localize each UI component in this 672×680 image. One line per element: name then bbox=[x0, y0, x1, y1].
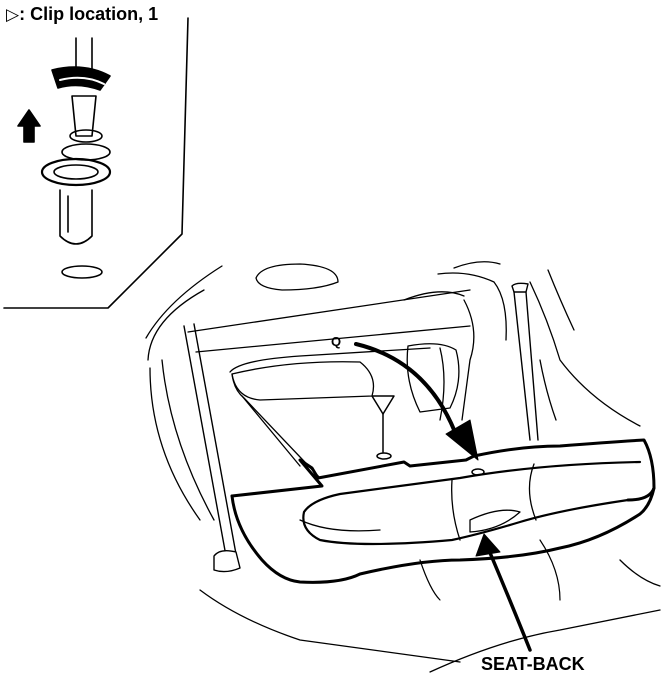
car-interior bbox=[145, 261, 661, 673]
legend-text: : Clip location, 1 bbox=[19, 4, 159, 24]
clip-callout-arrow bbox=[354, 342, 485, 476]
clip-marker-label: Q bbox=[331, 334, 342, 349]
seat-belt-left bbox=[183, 323, 241, 573]
headrests bbox=[231, 343, 460, 413]
seat-belt-right bbox=[511, 282, 539, 441]
seat-back-callout-arrow bbox=[475, 533, 532, 652]
seat-back-label: SEAT-BACK bbox=[481, 654, 585, 674]
clip-detail-inset bbox=[3, 17, 189, 309]
clip-removal-icon bbox=[17, 37, 112, 279]
inset-border bbox=[3, 17, 189, 309]
triangle-marker-icon bbox=[371, 395, 395, 460]
seat-back bbox=[230, 438, 656, 601]
clip-location-legend: ▷: Clip location, 1 bbox=[6, 4, 158, 25]
triangle-marker-icon: ▷ bbox=[6, 5, 20, 24]
